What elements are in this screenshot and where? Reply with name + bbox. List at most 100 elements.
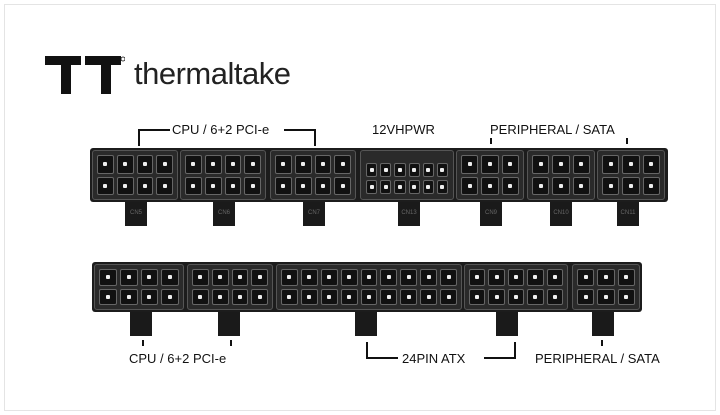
pin <box>281 288 298 305</box>
connector-socket <box>360 150 454 200</box>
pin <box>422 163 434 177</box>
connector-socket <box>597 150 665 200</box>
pin <box>97 176 114 195</box>
pin <box>622 155 640 174</box>
pin <box>420 288 438 305</box>
pin <box>244 155 261 174</box>
pin <box>97 155 114 174</box>
tab-label: CN5 <box>129 210 142 216</box>
connector-tab: CN10 <box>550 202 572 226</box>
pin <box>360 269 378 286</box>
bottom-24pin-label: 24PIN ATX <box>402 351 466 366</box>
pin <box>602 155 620 174</box>
pin <box>572 155 590 174</box>
pin <box>334 176 351 195</box>
connector-socket <box>464 264 568 310</box>
pin <box>119 288 138 305</box>
connector-socket <box>270 150 356 200</box>
tab-label: CN6 <box>217 210 230 216</box>
pin <box>140 288 159 305</box>
pin <box>552 176 570 195</box>
pin <box>334 155 351 174</box>
pin <box>527 288 544 305</box>
pin <box>136 176 154 195</box>
pin <box>294 155 312 174</box>
pin <box>501 176 519 195</box>
connector-socket <box>276 264 462 310</box>
pin <box>617 269 635 286</box>
pin <box>161 288 179 305</box>
bottom-connector-row <box>92 262 642 312</box>
pin <box>400 288 418 305</box>
tab-label: CN11 <box>620 210 636 216</box>
pin <box>394 180 406 194</box>
connector-socket <box>180 150 266 200</box>
connector-tab: CN11 <box>617 202 639 226</box>
pin <box>597 288 615 305</box>
pin <box>572 176 590 195</box>
pin <box>380 180 392 194</box>
top-peripheral-label: PERIPHERAL / SATA <box>490 122 615 137</box>
pin <box>469 288 486 305</box>
pin <box>156 176 173 195</box>
connector-socket <box>456 150 524 200</box>
pin <box>481 155 499 174</box>
pin <box>617 288 635 305</box>
pin <box>546 269 563 286</box>
pin <box>320 269 338 286</box>
pin <box>400 269 418 286</box>
tick <box>626 138 628 144</box>
pin <box>224 176 242 195</box>
pin <box>380 288 398 305</box>
pin <box>527 269 544 286</box>
pin <box>380 269 398 286</box>
pin <box>136 155 154 174</box>
pin <box>440 288 457 305</box>
pin <box>577 269 595 286</box>
atx-bracket-right <box>484 342 516 359</box>
pin <box>469 269 486 286</box>
pin <box>140 269 159 286</box>
pin <box>366 180 378 194</box>
pin <box>204 155 222 174</box>
pin <box>251 288 268 305</box>
pin <box>99 269 117 286</box>
tab-label: CN7 <box>307 210 320 216</box>
brand-name: thermaltake <box>134 56 291 91</box>
pin <box>501 155 519 174</box>
thermaltake-logo-icon <box>45 56 125 94</box>
pin <box>602 176 620 195</box>
pin <box>244 176 261 195</box>
atx-bracket-left <box>366 342 398 359</box>
pin <box>161 269 179 286</box>
pin <box>314 155 332 174</box>
pin <box>380 163 392 177</box>
pin <box>251 269 268 286</box>
connector-tab: CN9 <box>480 202 502 226</box>
tick <box>601 340 603 346</box>
pin <box>116 176 134 195</box>
pin <box>436 163 448 177</box>
pin <box>461 176 479 195</box>
pin <box>314 176 332 195</box>
connector-tab: CN7 <box>303 202 325 226</box>
connector-tab: CN5 <box>125 202 147 226</box>
pin <box>281 269 298 286</box>
pin <box>642 176 660 195</box>
pin <box>192 269 209 286</box>
connector-tab <box>355 312 377 336</box>
pin <box>231 288 249 305</box>
pin <box>577 288 595 305</box>
pin <box>440 269 457 286</box>
pin <box>231 269 249 286</box>
pin <box>185 176 202 195</box>
connector-socket <box>527 150 595 200</box>
pin <box>211 269 229 286</box>
tick <box>490 138 492 144</box>
pin <box>408 180 420 194</box>
connector-socket <box>187 264 273 310</box>
connector-tab: CN13 <box>398 202 420 226</box>
pin <box>422 180 434 194</box>
connector-socket <box>92 150 178 200</box>
pin <box>320 288 338 305</box>
